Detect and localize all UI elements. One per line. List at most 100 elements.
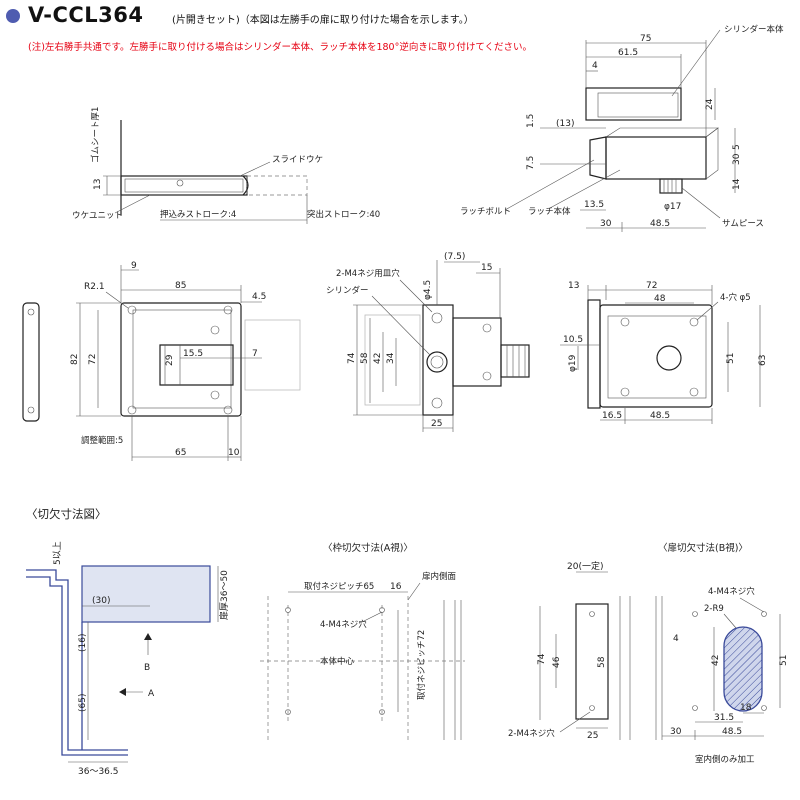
- front-view: 9 R2.1 85 4.5 82 72 29 15.5 7 調整範囲:5 65 …: [22, 261, 301, 461]
- label-pitch-65: 取付ネジピッチ65: [304, 581, 374, 592]
- label-rubber-sheet: ゴムシート厚1: [90, 107, 101, 163]
- label-protrude-stroke: 突出ストローク:40: [307, 209, 380, 220]
- dim-75: 75: [640, 34, 651, 44]
- screw-head: [176, 179, 184, 187]
- dim-phi-17: φ17: [664, 202, 681, 212]
- dim-16-paren: (16): [78, 634, 88, 652]
- frame-profile: [26, 569, 128, 751]
- header: V-CCL364 (片開きセット)（本図は左勝手の扉に取り付けた場合を示します。…: [0, 0, 800, 60]
- door-section: [81, 565, 211, 623]
- arrow-b-label: B: [144, 663, 150, 673]
- dim-9: 9: [131, 261, 137, 271]
- thumb-knob: [500, 344, 530, 378]
- bullet-dot: [6, 9, 20, 23]
- dim-74: 74: [537, 653, 547, 665]
- cutout-heading: 〈切欠寸法図〉: [26, 507, 107, 521]
- compat-note: (注)左右勝手共通です。左勝手に取り付ける場合はシリンダー本体、ラッチ本体を18…: [28, 42, 533, 53]
- dim-58: 58: [360, 352, 370, 364]
- dim-5-min: 5以上: [52, 541, 63, 565]
- latch-slot: [159, 344, 234, 386]
- dim-42: 42: [373, 353, 383, 364]
- frame-view-title: 〈枠切欠寸法(A視)〉: [323, 542, 413, 554]
- protrude-ghost: [246, 175, 308, 196]
- dim-18: 18: [740, 703, 752, 713]
- dim-36-range: 36〜36.5: [78, 767, 119, 777]
- dim-15: 15: [481, 263, 492, 273]
- label-cylinder: シリンダー: [326, 285, 369, 296]
- label-2-r9: 2-R9: [704, 604, 724, 614]
- label-door-inner-side: 扉内側面: [422, 571, 457, 582]
- dim-65: 65: [175, 448, 186, 458]
- dim-31-5: 31.5: [714, 713, 734, 723]
- dim-4: 4: [673, 634, 679, 644]
- dim-82: 82: [70, 354, 80, 365]
- dim-25: 25: [587, 731, 598, 741]
- door-view-title: 〈扉切欠寸法(B視)〉: [658, 542, 748, 554]
- dim-51: 51: [779, 655, 789, 666]
- label-inside-only: 室内側のみ加工: [695, 754, 755, 765]
- label-screw-holes: 4-M4ネジ穴: [320, 619, 367, 630]
- rear-body: [599, 304, 713, 408]
- slide-strike: [242, 175, 249, 196]
- dim-30-paren: (30): [92, 596, 110, 606]
- dim-48-5: 48.5: [650, 219, 670, 229]
- label-holes: 4-穴 φ5: [720, 292, 751, 303]
- cutout-section-view: 5以上 扉厚36〜50 (30) (16) (65) B A 36〜36.5: [26, 541, 230, 777]
- dim-10-5: 10.5: [563, 335, 583, 345]
- dim-13-paren: (13): [556, 119, 574, 129]
- dim-24: 24: [705, 98, 715, 110]
- side-plate: [587, 299, 601, 409]
- dim-25: 25: [431, 419, 442, 429]
- cylinder-body: [585, 87, 682, 121]
- dim-20-fixed: 20(一定): [567, 560, 603, 572]
- dim-72: 72: [88, 354, 98, 365]
- dim-42: 42: [711, 655, 721, 666]
- receiver-unit-inner: [124, 178, 244, 193]
- dim-48: 48: [654, 294, 666, 304]
- dim-58: 58: [597, 656, 607, 668]
- door-cutout-slot: [723, 626, 763, 712]
- dim-48-5: 48.5: [722, 727, 742, 737]
- label-push-stroke: 押込みストローク:4: [160, 209, 236, 220]
- ghost-door-outline: [364, 314, 421, 406]
- label-screw-hole: 2-M4ネジ用皿穴: [336, 268, 400, 279]
- label-body-center: 本体中心: [320, 656, 355, 667]
- latch-bolt: [589, 136, 607, 180]
- dim-29: 29: [165, 354, 175, 366]
- thumb-piece: [659, 178, 683, 194]
- label-pitch-72: 取付ネジピッチ72: [416, 630, 427, 700]
- dim-30-vertical: 30: [732, 153, 742, 165]
- dim-61-5: 61.5: [618, 48, 638, 58]
- mid-view: (7.5) 15 φ4.5 2-M4ネジ用皿穴 シリンダー 74 58 42 3…: [326, 252, 530, 432]
- label-2-m4-screw: 2-M4ネジ穴: [508, 728, 555, 739]
- dim-r2-1: R2.1: [84, 282, 105, 292]
- dim-5: 5: [732, 144, 742, 150]
- label-receiver-unit: ウケユニット: [72, 211, 123, 221]
- dim-34: 34: [386, 352, 396, 364]
- dim-51: 51: [726, 353, 736, 364]
- latch-block: [452, 317, 502, 387]
- receiver-plate: [22, 302, 40, 422]
- dim-door-thickness: 扉厚36〜50: [218, 570, 230, 620]
- label-slide-strike: スライドウケ: [272, 155, 323, 165]
- dim-15-5: 15.5: [183, 349, 203, 359]
- dim-30: 30: [670, 727, 682, 737]
- dim-74: 74: [347, 352, 357, 364]
- ghost-latch-outline: [244, 319, 301, 391]
- dim-4: 4: [592, 61, 598, 71]
- dim-30: 30: [600, 219, 612, 229]
- model-title: V-CCL364: [28, 3, 144, 27]
- front-body: [120, 302, 242, 417]
- thumb-hole: [656, 345, 682, 371]
- dim-16: 16: [390, 582, 402, 592]
- dim-13-5: 13.5: [584, 200, 604, 210]
- dim-7: 7: [252, 349, 258, 359]
- dim-7-5-paren: (7.5): [444, 252, 465, 262]
- right-view: 13 72 48 4-穴 φ5 10.5 φ19 51 63 16.5 48.5: [560, 281, 768, 424]
- door-view: 20(一定) 74 46 58 2-M4ネジ穴 25 4-M4ネジ穴 2-R9 …: [508, 560, 789, 765]
- label-thumb-piece: サムピース: [722, 219, 764, 229]
- dim-14: 14: [732, 178, 742, 190]
- frame-view: 取付ネジピッチ65 16 扉内側面 4-M4ネジ穴 本体中心 取付ネジピッチ72: [260, 571, 465, 740]
- dim-65-paren: (65): [78, 694, 88, 712]
- label-adjust-range: 調整範囲:5: [81, 435, 123, 446]
